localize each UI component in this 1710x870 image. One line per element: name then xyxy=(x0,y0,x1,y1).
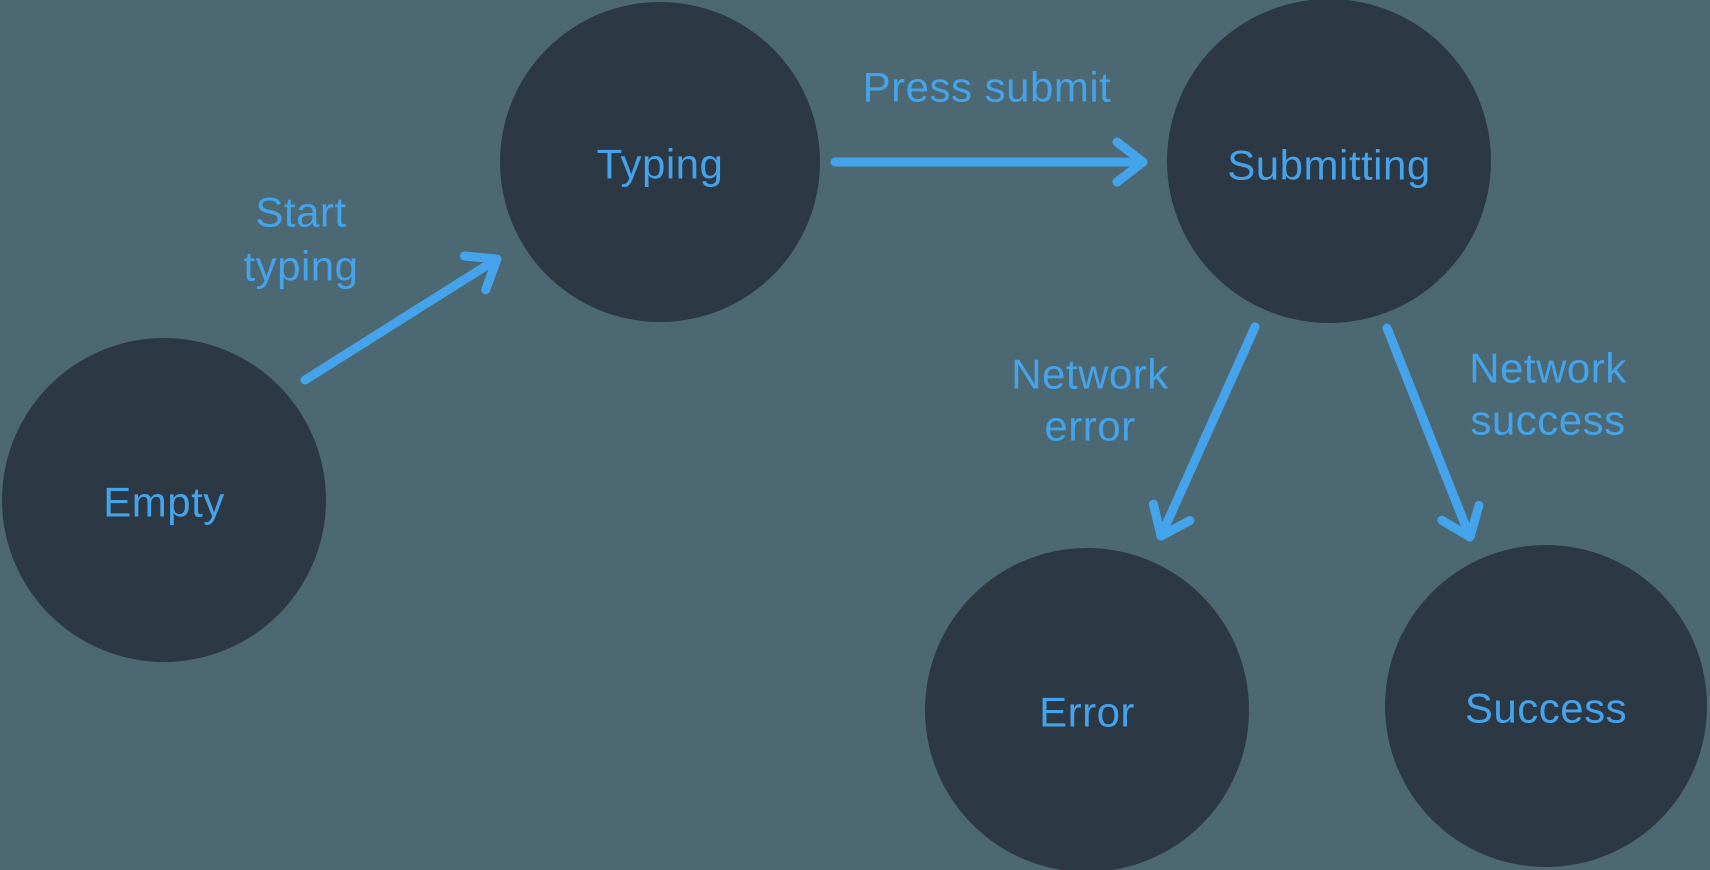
transition-network-error: Network error xyxy=(1011,322,1260,541)
state-label-empty: Empty xyxy=(103,479,225,526)
state-label-typing: Typing xyxy=(597,141,724,188)
state-circle-error xyxy=(925,548,1249,870)
state-success: Success xyxy=(1385,545,1707,867)
state-empty: Empty xyxy=(2,338,326,662)
arrow-network-error xyxy=(1148,322,1260,541)
state-error: Error xyxy=(925,548,1249,870)
state-label-error: Error xyxy=(1039,689,1135,736)
transition-label-start-typing-line2: typing xyxy=(243,243,358,290)
state-typing: Typing xyxy=(500,2,820,322)
transition-label-network-success-line2: success xyxy=(1470,397,1625,444)
transition-press-submit: Press submit xyxy=(830,64,1148,187)
arrow-network-success xyxy=(1382,323,1484,542)
state-circle-empty xyxy=(2,338,326,662)
transition-label-network-error-line2: error xyxy=(1044,403,1135,450)
state-circle-submitting xyxy=(1167,0,1491,323)
arrow-press-submit xyxy=(830,137,1148,187)
state-label-submitting: Submitting xyxy=(1227,142,1430,189)
transition-label-network-success-line1: Network xyxy=(1469,345,1627,392)
transition-label-start-typing-line1: Start xyxy=(255,189,346,236)
state-circle-success xyxy=(1385,545,1707,867)
arrow-start-typing xyxy=(300,251,502,385)
state-label-success: Success xyxy=(1465,685,1627,732)
state-submitting: Submitting xyxy=(1167,0,1491,323)
transition-network-success: Network success xyxy=(1382,323,1627,542)
transition-start-typing: Start typing xyxy=(243,189,502,385)
transition-label-press-submit: Press submit xyxy=(863,64,1112,111)
transition-label-network-error-line1: Network xyxy=(1011,351,1169,398)
state-circle-typing xyxy=(500,2,820,322)
